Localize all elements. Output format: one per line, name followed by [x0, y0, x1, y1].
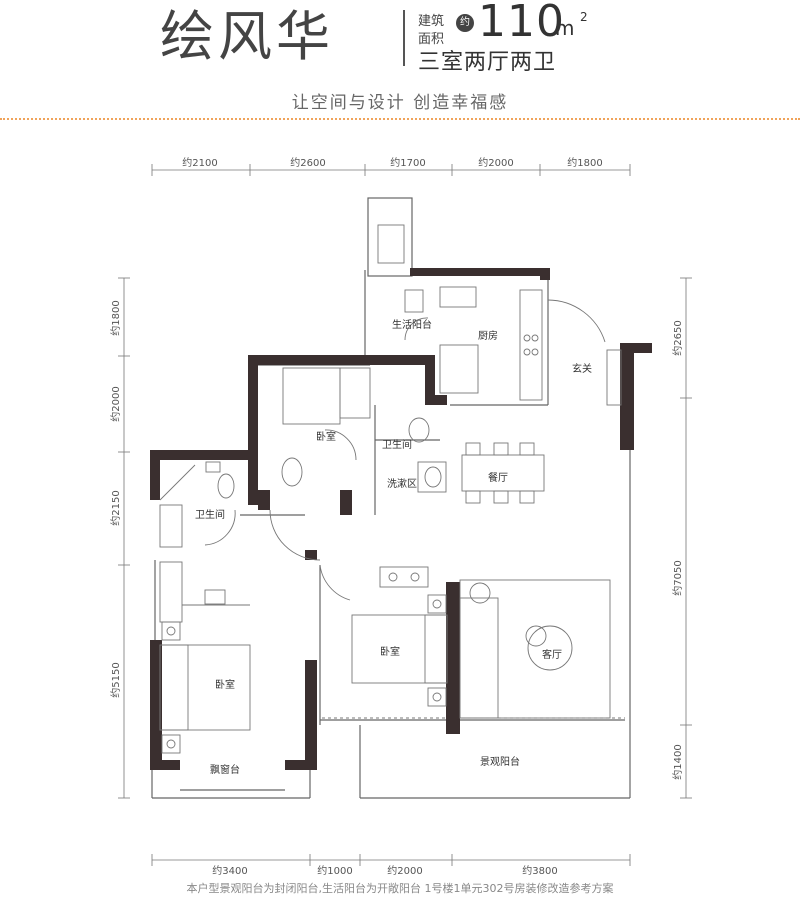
dim-top-3: 约1700 — [390, 156, 425, 169]
dim-left-4: 约5150 — [109, 662, 122, 697]
dim-bottom-1: 约3400 — [212, 864, 247, 877]
footnote: 本户型景观阳台为封闭阳台,生活阳台为开敞阳台 1号楼1单元302号房装修改造参考… — [186, 882, 614, 895]
room-dining: 餐厅 — [488, 471, 508, 484]
layout-type: 三室两厅两卫 — [418, 50, 557, 75]
thick-walls — [150, 268, 652, 770]
area-unit: m — [555, 16, 575, 40]
dim-right-2: 约7050 — [671, 560, 684, 595]
room-kitchen: 厨房 — [478, 329, 498, 342]
room-foyer: 玄关 — [572, 362, 592, 375]
area-about-badge: 约 — [456, 14, 474, 32]
area-label-line2: 面积 — [418, 32, 445, 47]
dotted-separator — [0, 118, 800, 120]
dim-top-4: 约2000 — [478, 156, 513, 169]
slogan: 让空间与设计 创造幸福感 — [291, 93, 509, 113]
page-title: 绘风华 — [160, 5, 334, 68]
dim-right-3: 约1400 — [671, 744, 684, 779]
area-value: 110 — [478, 0, 565, 47]
dim-left-2: 约2000 — [109, 386, 122, 421]
area-label-line1: 建筑 — [418, 14, 445, 29]
dim-top-5: 约1800 — [567, 156, 602, 169]
room-bathroom-west: 卫生间 — [195, 508, 225, 521]
dim-top-1: 约2100 — [182, 156, 217, 169]
thin-walls — [151, 197, 631, 799]
room-bedroom-north: 卧室 — [316, 430, 336, 443]
area-unit-superscript: 2 — [580, 10, 588, 24]
room-bedroom-middle: 卧室 — [380, 645, 400, 658]
room-living-balcony: 生活阳台 — [392, 318, 432, 331]
room-bathroom-center: 卫生间 — [382, 438, 412, 451]
title-divider — [403, 10, 405, 66]
dim-bottom-3: 约2000 — [387, 864, 422, 877]
dim-bottom-2: 约1000 — [317, 864, 352, 877]
room-bedroom-master: 卧室 — [215, 678, 235, 691]
room-living: 客厅 — [542, 648, 562, 661]
dim-left-3: 约2150 — [109, 490, 122, 525]
dim-top-2: 约2600 — [290, 156, 325, 169]
room-view-balcony: 景观阳台 — [480, 755, 520, 768]
dim-right-1: 约2650 — [671, 320, 684, 355]
room-bay-window: 飘窗台 — [210, 763, 240, 776]
dim-bottom-4: 约3800 — [522, 864, 557, 877]
room-wash-area: 洗漱区 — [387, 478, 417, 490]
dimension-lines — [118, 164, 692, 866]
furniture — [159, 224, 625, 754]
dim-left-1: 约1800 — [109, 300, 122, 335]
